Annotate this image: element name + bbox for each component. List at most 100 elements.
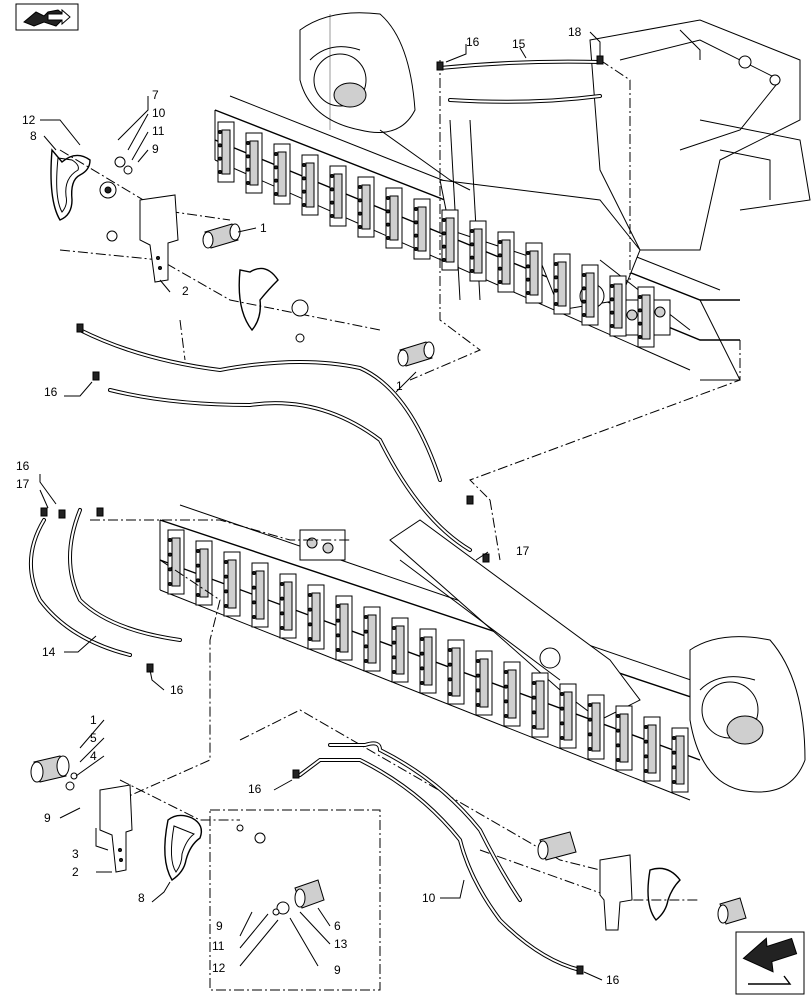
hose-fitting [40,507,48,517]
callout-4: 4 [90,749,97,763]
row-unit [217,121,235,183]
callout-16: 16 [466,35,480,49]
callout-6: 6 [334,919,341,933]
callout-9: 7 [152,88,159,102]
callout-17: 17 [516,544,530,558]
hose-fitting [58,509,66,519]
callout-16: 16 [44,385,58,399]
row-unit [553,253,571,315]
row-unit [475,650,493,716]
row-unit [525,242,543,304]
row-unit [167,529,185,595]
callout-5: 5 [90,731,97,745]
callout-18: 18 [568,25,582,39]
belt-upper-mid [238,267,279,332]
pulley-upper [99,156,309,343]
roller-1-lower [30,755,70,783]
hose-fitting [76,323,84,333]
hose-15 [438,59,602,104]
callout-10: 11 [212,939,225,953]
hose-14 [29,508,182,657]
callout-7: 9 [44,811,51,825]
row-unit [643,716,661,782]
row-unit [469,220,487,282]
belt-8-lower [164,814,203,881]
callout-1: 1 [260,221,267,235]
bracket-2-upper [139,194,179,283]
callout-9: 9 [216,919,223,933]
row-unit [503,661,521,727]
hose-fitting [576,965,584,975]
row-unit [637,286,655,348]
row-unit [301,154,319,216]
row-unit [223,551,241,617]
hose-fitting [596,55,604,65]
row-unit [531,672,549,738]
row-unit [447,639,465,705]
roller-1-upper [202,223,241,249]
hose-upper-long [78,328,472,552]
row-unit [609,275,627,337]
row-unit [329,165,347,227]
row-unit [195,540,213,606]
roller-1-mid [397,341,435,367]
row-unit [581,264,599,326]
callout-2: 2 [182,284,189,298]
book-arrow-icon[interactable] [15,3,79,31]
callout-16: 16 [16,459,30,473]
row-unit [385,187,403,249]
row-unit [279,573,297,639]
hardware-lower-right [537,831,747,931]
callout-3: 3 [72,847,79,861]
callout-12: 13 [334,937,348,951]
callout-16: 16 [606,973,620,987]
hose-13 [298,741,582,972]
callout-13: 10 [422,891,436,905]
callout-1: 1 [396,379,403,393]
row-unit [363,606,381,672]
row-unit [391,617,409,683]
callout-10: 10 [152,106,166,120]
row-unit [497,231,515,293]
row-unit [413,198,431,260]
pulley-6-lower [65,772,325,916]
callout-16: 16 [170,683,184,697]
row-unit [251,562,269,628]
row-unit [441,209,459,271]
callout-9: 9 [152,142,159,156]
lower-toolbar-frame [159,504,806,801]
row-unit [559,683,577,749]
row-unit [615,705,633,771]
row-unit [335,595,353,661]
callout-15: 15 [512,37,526,51]
hose-fitting [482,553,490,563]
row-unit [273,143,291,205]
callout-17: 17 [16,477,30,491]
callout-labels: 7 10 11 9 12 8 1 2 16 15 18 1 16 16 17 1… [16,25,620,987]
hose-fitting [466,495,474,505]
hose-fitting [96,507,104,517]
callout-16: 16 [248,782,262,796]
fittings-group [40,55,604,975]
hose-fitting [92,371,100,381]
hose-fitting [292,769,300,779]
next-page-arrow-icon[interactable] [735,931,805,995]
callout-2: 2 [72,865,79,879]
callout-8: 8 [30,129,37,143]
upper-toolbar-frame [214,12,811,381]
callout-leaders [39,31,603,981]
belt-8-upper [50,148,91,221]
row-unit [245,132,263,194]
row-unit [307,584,325,650]
callout-9: 9 [334,963,341,977]
callout-11: 12 [212,961,226,975]
row-unit [419,628,437,694]
callout-1: 1 [90,713,97,727]
hose-fitting [436,61,444,71]
callout-14: 14 [42,645,56,659]
row-unit [357,176,375,238]
callout-12: 12 [22,113,36,127]
bracket-2-lower [99,784,133,873]
row-unit [587,694,605,760]
